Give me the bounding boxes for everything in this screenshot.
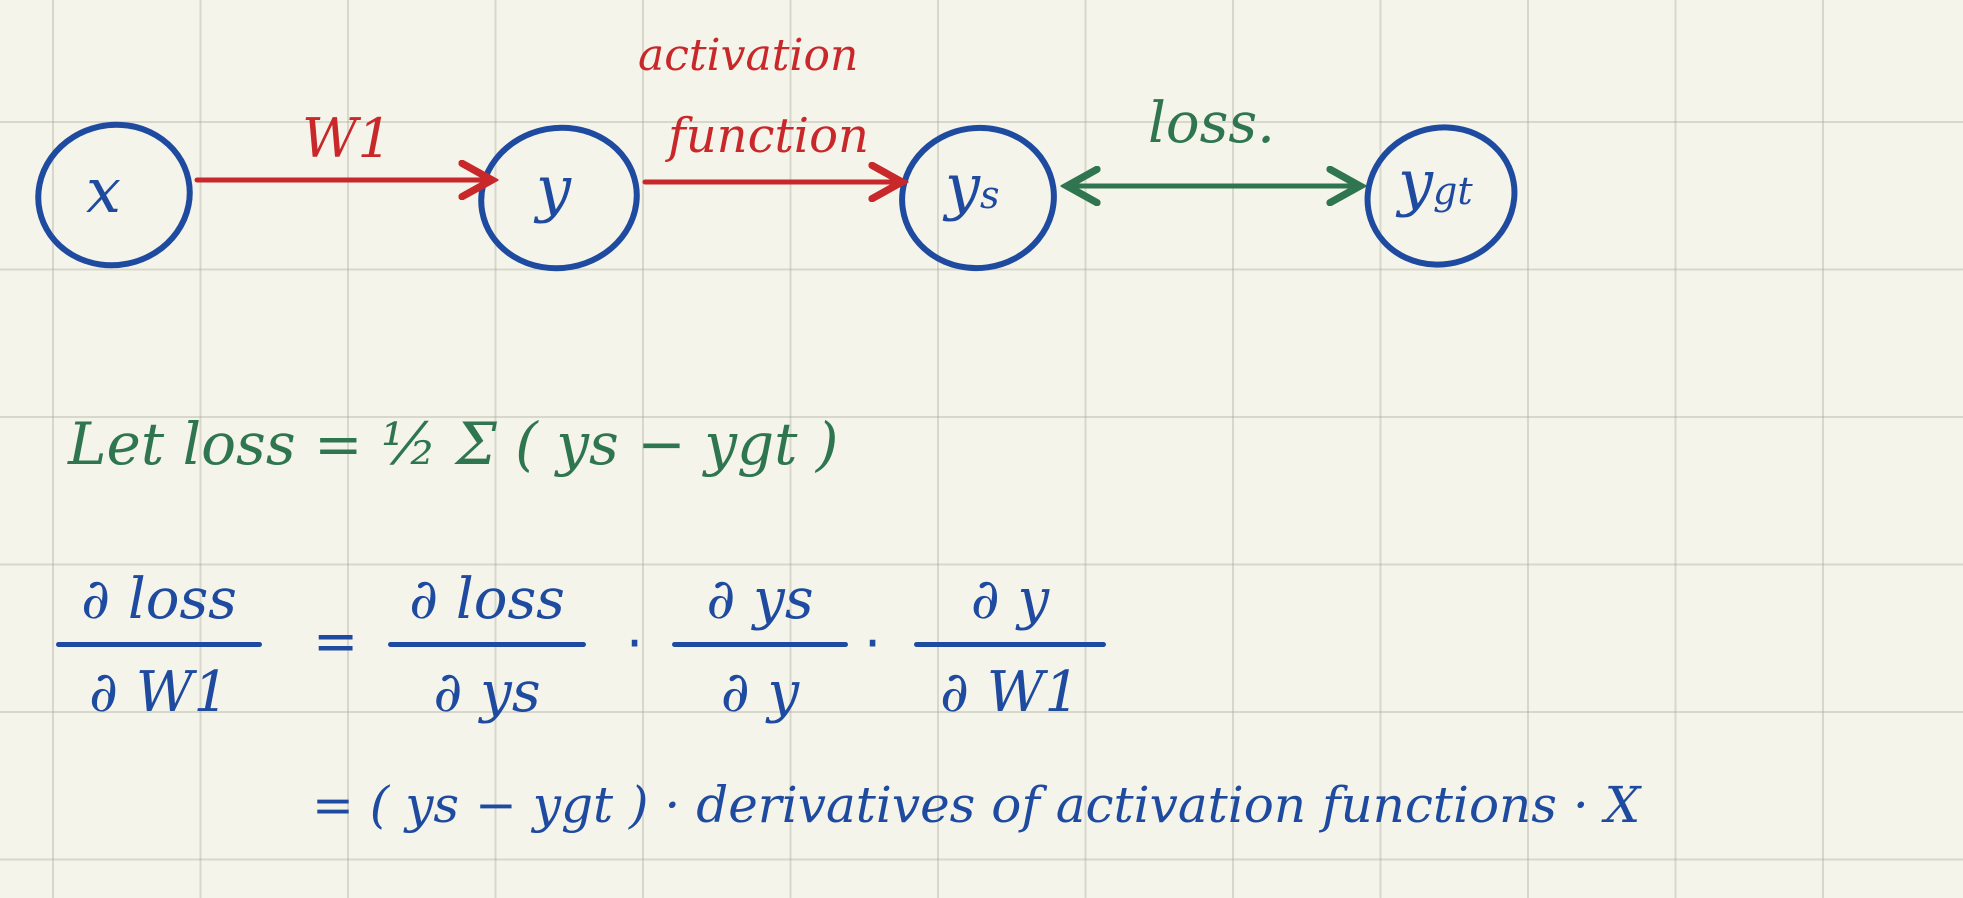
fraction-dloss-dys-denominator: ∂ ys [433,660,541,725]
fraction-dloss-dys: ∂ loss ∂ ys [388,572,586,721]
node-ys-circle [899,124,1057,272]
node-ygt-label: ygt [1398,146,1473,219]
fraction-dloss-dw1-numerator: ∂ loss [81,567,237,632]
fraction-dloss-dw1-bar [56,642,262,647]
fraction-dloss-dys-bar [388,642,586,647]
result-expression: = ( ys − ygt ) · derivatives of activati… [312,776,1641,834]
loss-definition: Let loss = ½ Σ ( ys − ygt ) [68,410,839,478]
fraction-dloss-dys-numerator: ∂ loss [409,567,565,632]
fraction-dys-dy: ∂ ys ∂ y [672,572,848,721]
node-ygt-subscript: gt [1433,169,1473,213]
edge-label-activation: activation [638,30,859,81]
fraction-dloss-dw1: ∂ loss ∂ W1 [56,572,262,721]
node-y-circle [478,124,640,272]
fraction-dys-dy-bar [672,642,848,647]
equals-sign: = [313,610,359,673]
dot-2: · [864,612,882,675]
fraction-dy-dw1-denominator: ∂ W1 [940,660,1080,725]
node-ys-subscript: s [980,173,1000,217]
fraction-dy-dw1-bar [914,642,1106,647]
node-y-label: y [536,152,572,225]
node-ygt-circle [1364,124,1518,268]
edge-label-loss: loss. [1148,91,1275,156]
fraction-dy-dw1-numerator: ∂ y [970,567,1050,632]
edge-label-w1: W1 [302,107,392,170]
fraction-dys-dy-denominator: ∂ y [720,660,800,725]
node-x-circle [35,121,193,269]
fraction-dloss-dw1-denominator: ∂ W1 [89,660,229,725]
node-x-label: x [86,154,121,227]
node-ys-label: ys [945,150,1000,223]
fraction-dys-dy-numerator: ∂ ys [706,567,814,632]
edge-label-function: function [668,108,869,164]
dot-1: · [626,612,644,675]
fraction-dy-dw1: ∂ y ∂ W1 [914,572,1106,721]
